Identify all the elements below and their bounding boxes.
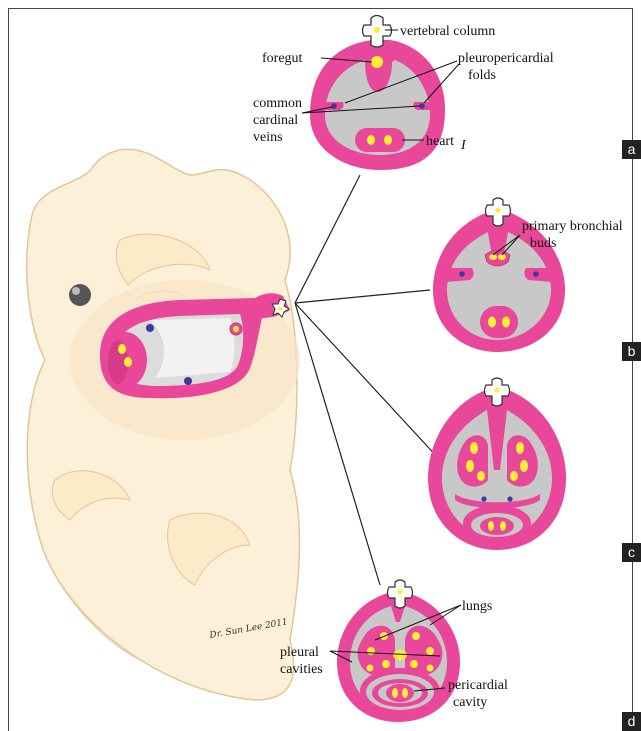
section-c-heart-yolk-1 <box>488 521 494 531</box>
label-common-cardinal-2: cardinal <box>253 113 298 128</box>
section-c-bud-3 <box>477 471 485 481</box>
section-c-vein-left <box>481 496 486 501</box>
section-d-heart-yolk-1 <box>392 688 398 698</box>
panel-tag-b: b <box>622 342 641 361</box>
section-c-vein-right <box>507 496 512 501</box>
section-a-vein-right <box>419 103 425 109</box>
section-d-heart-yolk-2 <box>402 688 408 698</box>
label-vertebral-column: vertebral column <box>400 24 495 39</box>
label-foregut: foregut <box>262 51 303 66</box>
section-c-bud-5 <box>520 460 528 472</box>
panel-tag-c: c <box>622 543 641 562</box>
panel-tag-d: d <box>622 712 641 731</box>
section-d-bud-4 <box>367 665 374 672</box>
connector-b <box>295 290 430 303</box>
label-pleural-2: cavities <box>280 662 323 677</box>
connector-c <box>295 303 440 460</box>
section-d <box>337 580 460 722</box>
section-b-vein-left <box>459 271 465 277</box>
section-d-bud-5 <box>412 632 420 640</box>
section-d-bud-7 <box>410 660 418 668</box>
section-b-foregut <box>485 250 510 266</box>
section-c-notochord <box>494 387 499 392</box>
section-d-bud-8 <box>427 665 434 672</box>
section-c-heart-yolk-2 <box>500 521 506 531</box>
embryo-eye <box>69 284 91 306</box>
section-d-esophagus <box>393 650 407 660</box>
section-c-bud-4 <box>516 442 524 454</box>
section-b-heart-yolk-1 <box>488 317 496 328</box>
section-d-bud-3 <box>382 660 390 668</box>
label-pericardial-1: pericardial <box>448 678 508 693</box>
embryo-section-notochord <box>278 307 282 311</box>
section-a-foregut <box>371 56 383 68</box>
section-c-bud-1 <box>470 442 478 454</box>
label-heart-sub: I <box>460 138 467 153</box>
embryo-section-heart-yolk-1 <box>118 344 126 354</box>
embryo-section-vein-1 <box>146 324 154 332</box>
section-a-heart-yolk-1 <box>367 135 375 145</box>
embryo-section-foregut-lumen <box>233 326 239 332</box>
connector-a <box>295 175 360 303</box>
section-a-vein-left <box>331 103 337 109</box>
label-common-cardinal-1: common <box>253 96 302 111</box>
label-primary-bronchial-2: buds <box>530 236 556 251</box>
section-c <box>428 378 566 550</box>
label-pericardial-2: cavity <box>453 695 487 710</box>
connector-d <box>295 303 380 585</box>
panel-tag-a: a <box>622 140 641 159</box>
label-pleural-1: pleural <box>280 645 319 660</box>
section-a-heart <box>355 128 405 152</box>
section-d-bud-6 <box>426 647 434 655</box>
section-d-notochord <box>397 589 402 594</box>
section-b-vein-right <box>533 271 539 277</box>
embryo-eye-highlight <box>72 287 80 295</box>
embryo-illustration: Dr. Sun Lee 2011 <box>27 149 300 700</box>
section-d-heart <box>386 684 414 702</box>
label-heart: heart <box>426 134 454 149</box>
connector-lines <box>295 175 440 585</box>
section-b-notochord <box>495 207 500 212</box>
section-b-heart <box>480 306 518 338</box>
embryo-section-heart-yolk-2 <box>124 357 132 367</box>
section-a-notochord <box>374 27 380 33</box>
label-primary-bronchial-1: primary bronchial <box>522 219 623 234</box>
section-c-heart <box>480 517 514 535</box>
section-c-bud-6 <box>510 471 518 481</box>
label-common-cardinal-3: veins <box>253 130 283 145</box>
section-c-bud-2 <box>466 460 474 472</box>
label-pleuropericardial-2: folds <box>468 68 496 83</box>
label-lungs: lungs <box>462 599 492 614</box>
label-pleuropericardial-1: pleuropericardial <box>458 51 554 66</box>
section-d-bud-2 <box>367 647 375 655</box>
section-a-heart-yolk-2 <box>384 135 392 145</box>
embryo-section-vein-2 <box>184 377 192 385</box>
section-b-heart-yolk-2 <box>502 317 510 328</box>
